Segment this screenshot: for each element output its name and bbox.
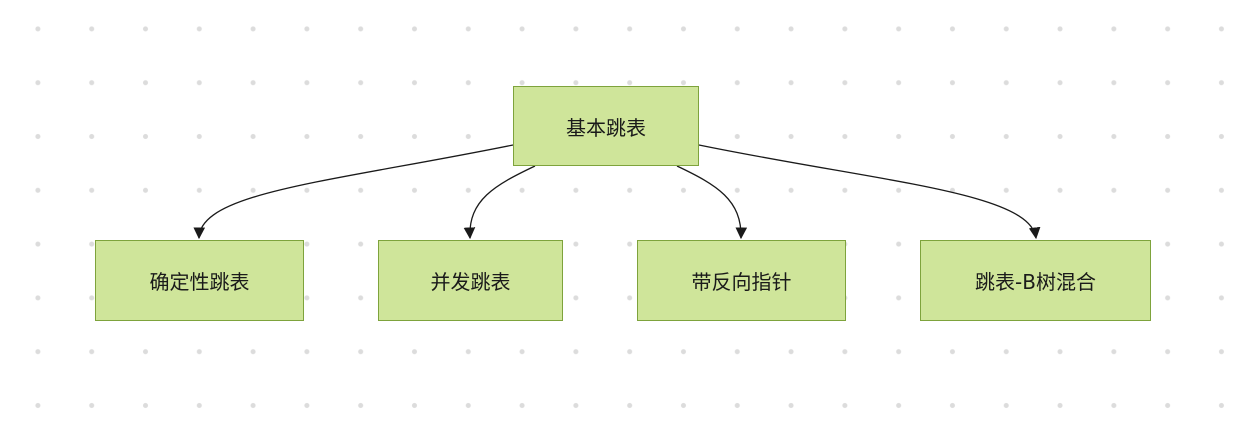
node-skip-list-btree-hybrid: 跳表-B树混合 <box>920 240 1151 321</box>
node-basic-skip-list: 基本跳表 <box>513 86 699 166</box>
node-label: 并发跳表 <box>430 270 511 294</box>
node-label: 基本跳表 <box>566 115 646 140</box>
node-label: 带反向指针 <box>691 270 792 294</box>
edge-root-to-btree-hybrid <box>698 144 1041 240</box>
edge-root-to-deterministic <box>193 144 514 240</box>
node-label: 确定性跳表 <box>149 270 250 294</box>
node-concurrent-skip-list: 并发跳表 <box>378 240 563 321</box>
node-back-pointer-skip-list: 带反向指针 <box>637 240 846 321</box>
node-deterministic-skip-list: 确定性跳表 <box>95 240 304 321</box>
edge-root-to-concurrent <box>463 165 536 240</box>
node-label: 跳表-B树混合 <box>975 270 1096 294</box>
edge-root-to-back-pointer <box>676 165 748 240</box>
